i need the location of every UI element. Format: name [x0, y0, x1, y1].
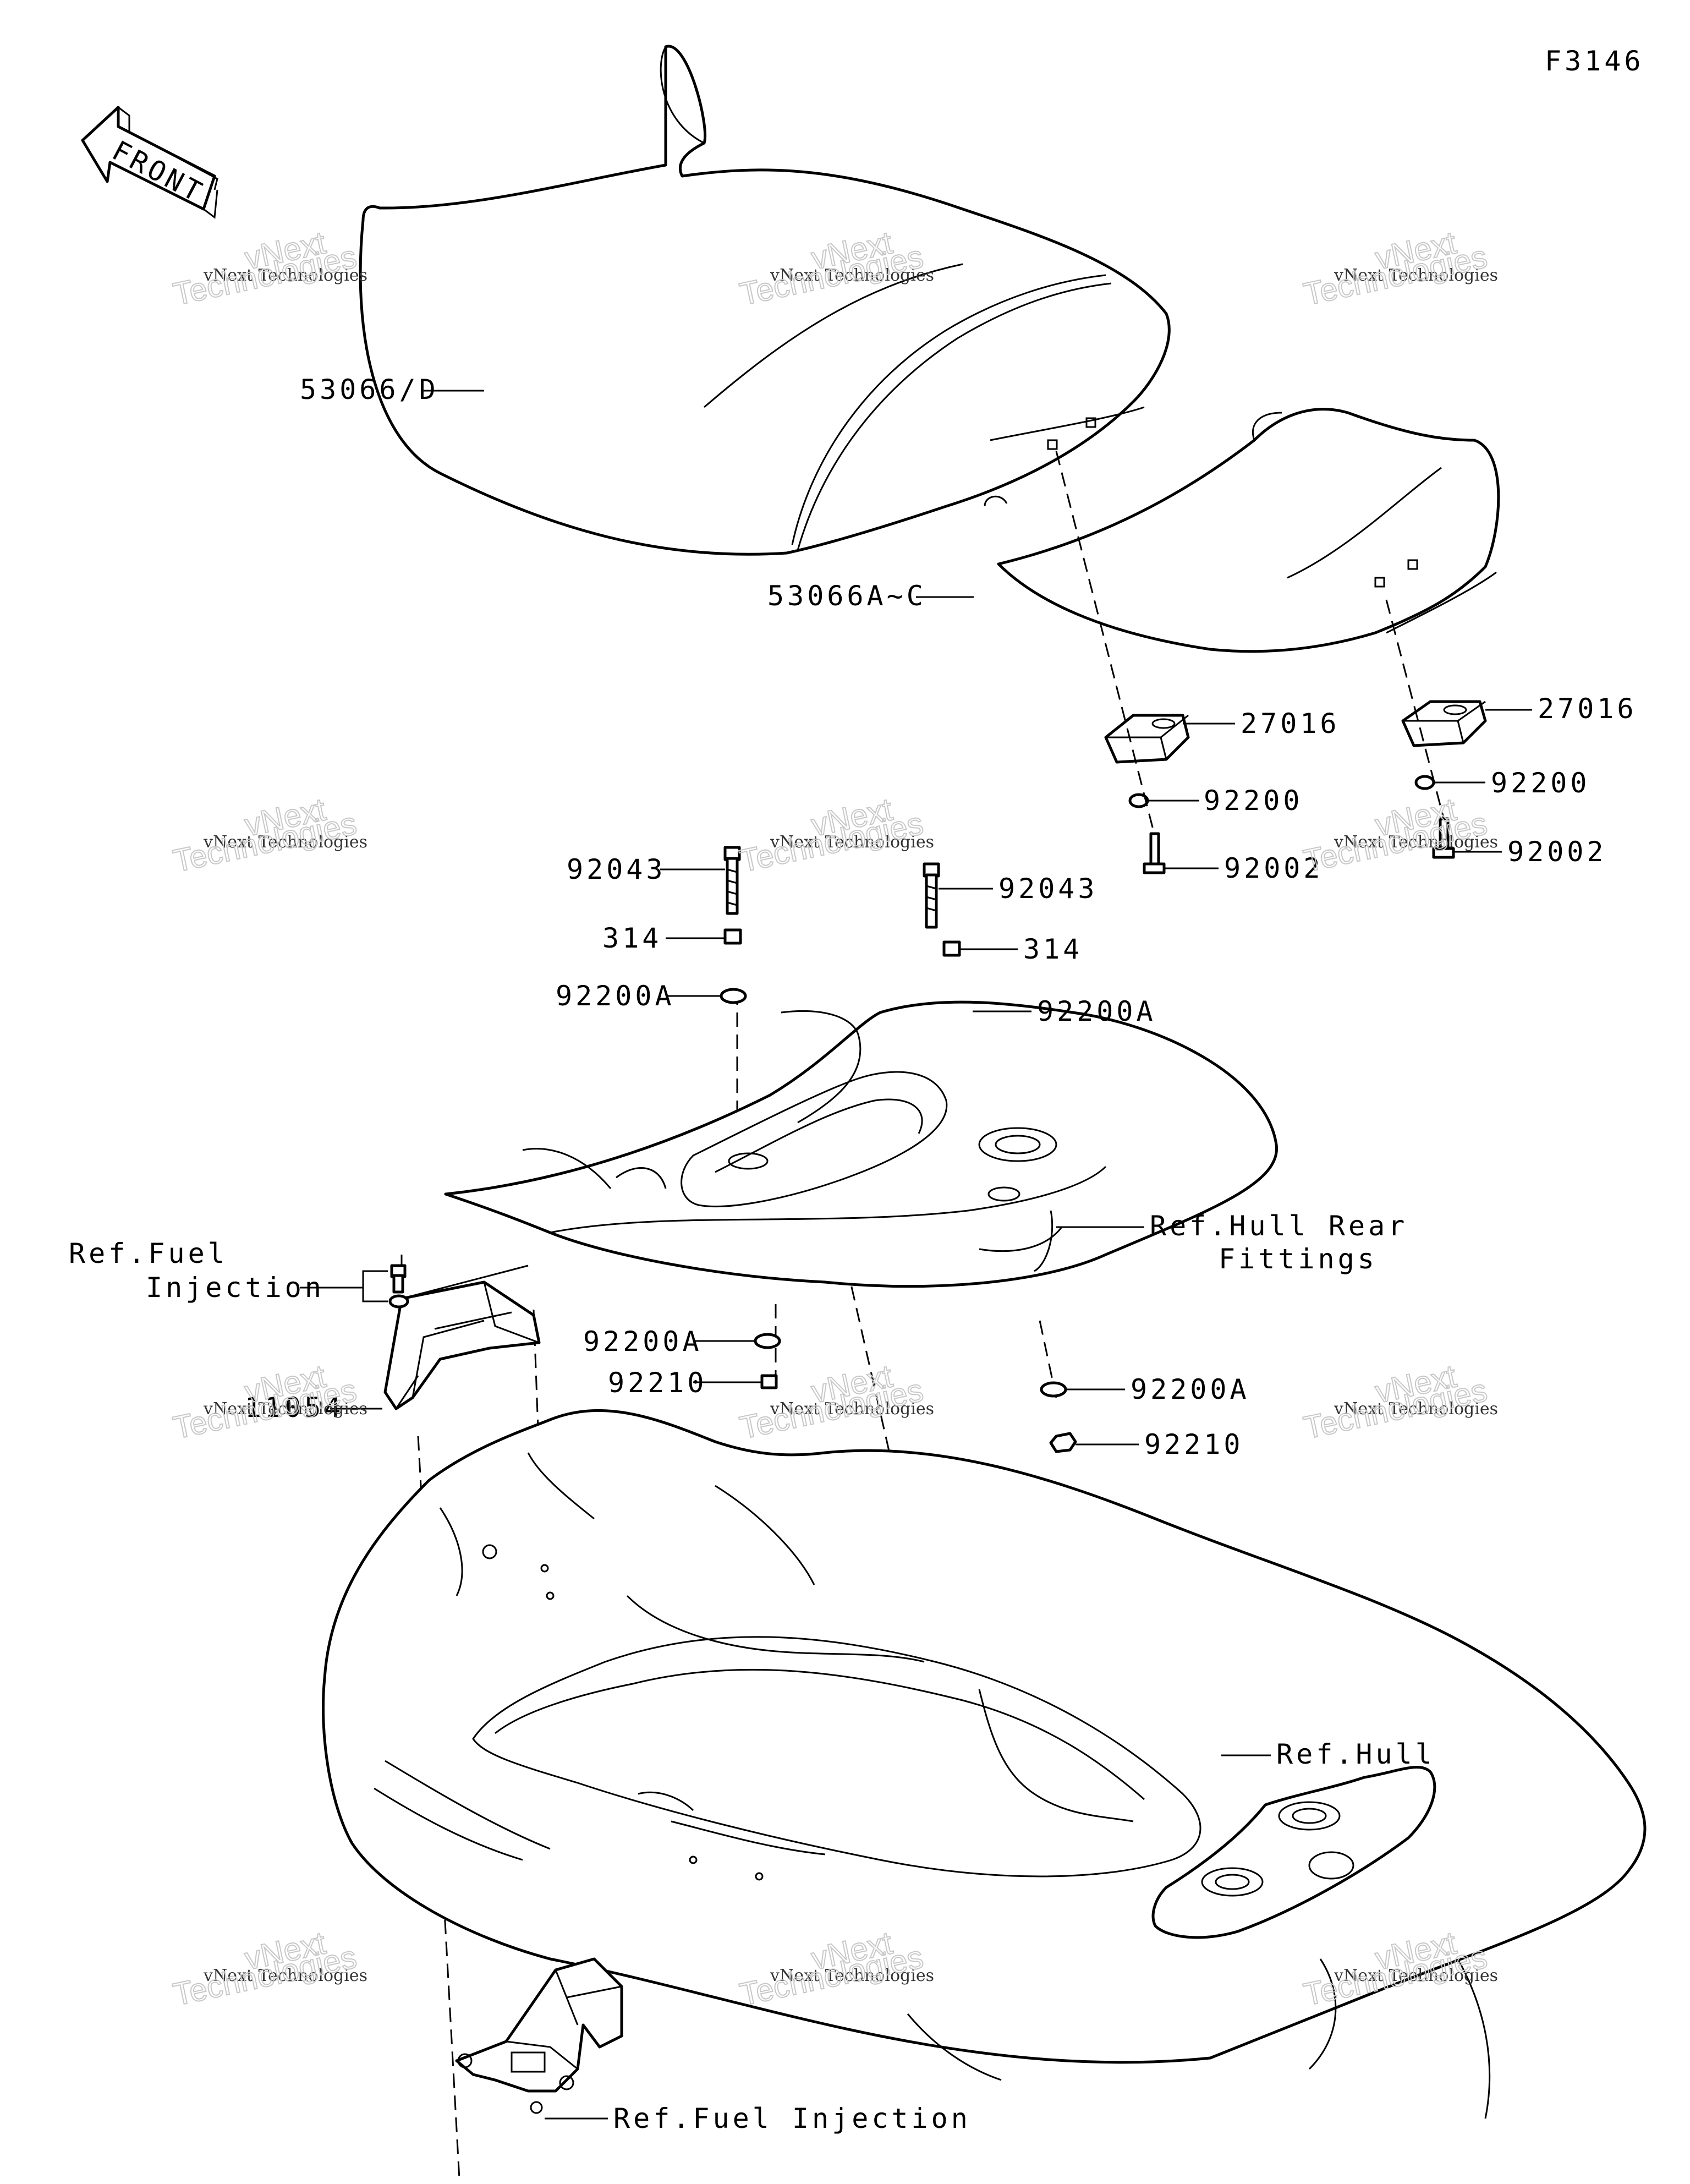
watermark-small-text: vNext Technologies [203, 1399, 367, 1419]
rear-seat [997, 408, 1500, 653]
part-label-92200a-upper-right: 92200A [1037, 995, 1156, 1027]
watermark-small-text: vNext Technologies [203, 266, 367, 285]
nut-92210-left [760, 1374, 778, 1389]
watermark-small-text: vNext Technologies [203, 1966, 367, 1985]
part-label-92043-left: 92043 [567, 853, 666, 885]
watermark-small-text: vNext Technologies [1334, 266, 1498, 285]
front-arrow-icon: FRONT [81, 106, 218, 219]
washer-92200a-lower-right [1040, 1381, 1067, 1398]
watermark-small-text: vNext Technologies [1334, 1966, 1498, 1985]
bolt-92043-left [723, 846, 741, 915]
ref-hull-rear-fittings-line2: Fittings [1219, 1243, 1378, 1275]
part-label-92210-left: 92210 [608, 1367, 707, 1399]
ref-hull: Ref.Hull [1276, 1738, 1435, 1770]
ref-hull-rear-fittings-line1: Ref.Hull Rear [1150, 1210, 1408, 1242]
ref-fuel-injection-bottom: Ref.Fuel Injection [613, 2103, 971, 2134]
collar-314-left [723, 928, 742, 945]
bolt-92043-right [923, 862, 940, 929]
assembly-line [1055, 451, 1155, 834]
leader-line [362, 1288, 388, 1302]
part-label-92002-left: 92002 [1224, 852, 1324, 884]
collar-314-right [942, 940, 961, 957]
watermark-small-text: vNext Technologies [770, 1399, 934, 1419]
fuel-injection-fastener [388, 1264, 409, 1309]
watermark-small-text: vNext Technologies [770, 266, 934, 285]
part-label-92043-right: 92043 [998, 873, 1098, 905]
part-label-27016-left: 27016 [1241, 708, 1340, 740]
stopper-27016-left [1104, 714, 1190, 764]
figure-code: F3146 [1545, 45, 1644, 77]
nut-92210-right [1049, 1432, 1077, 1453]
watermark-small-text: vNext Technologies [770, 1966, 934, 1985]
part-label-314-right: 314 [1023, 933, 1083, 965]
bolt-92002-left [1143, 832, 1166, 874]
front-seat [359, 45, 1171, 556]
washer-92200-right [1414, 775, 1435, 790]
part-label-314-left: 314 [602, 922, 662, 954]
part-label-92200-left: 92200 [1204, 785, 1303, 817]
part-label-92200-right: 92200 [1491, 767, 1590, 799]
watermark-small-text: vNext Technologies [1334, 1399, 1498, 1419]
hull-rear-fittings [444, 1000, 1278, 1288]
part-label-92210-right: 92210 [1144, 1428, 1244, 1460]
part-label-92200a-lower-right: 92200A [1131, 1373, 1250, 1405]
watermark-small-text: vNext Technologies [203, 833, 367, 852]
hull [321, 1409, 1647, 2119]
assembly-line [1039, 1320, 1057, 1398]
leader-line [362, 1270, 388, 1288]
watermark-small-text: vNext Technologies [770, 833, 934, 852]
watermark-small-text: vNext Technologies [1334, 833, 1498, 852]
fuel-injection-bracket [455, 1957, 623, 2114]
washer-92200a-lower-left [754, 1333, 781, 1349]
part-label-92002-right: 92002 [1507, 836, 1607, 868]
ref-fuel-injection-line1: Ref.Fuel [69, 1238, 228, 1269]
bracket-11054 [383, 1265, 541, 1410]
part-label-92200a-lower-left: 92200A [583, 1326, 703, 1358]
part-label-11054: 11054 [245, 1392, 344, 1424]
part-label-27016-right: 27016 [1538, 693, 1637, 725]
ref-fuel-injection-line2: Injection [146, 1272, 325, 1304]
washer-92200a-upper-left [720, 988, 747, 1004]
stopper-27016-right [1401, 700, 1487, 747]
part-label-92200a-upper-left: 92200A [556, 980, 675, 1012]
part-label-53066d: 53066/D [300, 374, 439, 406]
part-label-53066ac: 53066A~C [767, 580, 926, 612]
